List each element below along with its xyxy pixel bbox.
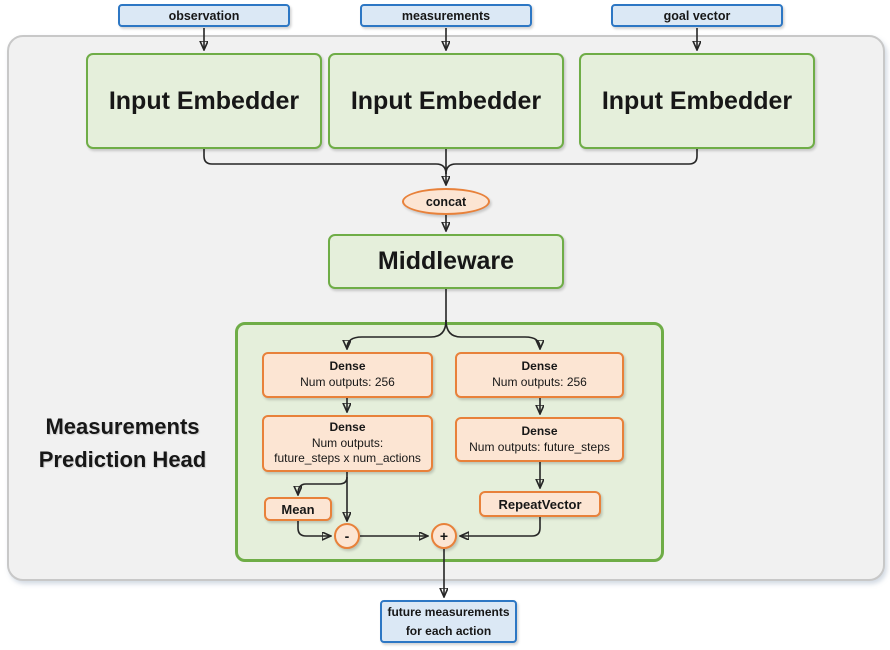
dense-right-2-outputs: Num outputs: future_steps xyxy=(469,439,610,454)
dense-left-2-outputs: Num outputs: xyxy=(311,435,384,450)
middleware-node: Middleware xyxy=(328,234,564,289)
dense-left-1-title: Dense xyxy=(329,359,366,374)
output-node: future measurements for each action xyxy=(380,600,517,643)
dense-right-1: Dense Num outputs: 256 xyxy=(455,352,624,398)
output-label-line1: future measurements xyxy=(387,604,510,619)
input-goal-vector: goal vector xyxy=(611,4,783,27)
plus-label: + xyxy=(439,528,449,544)
dense-left-1: Dense Num outputs: 256 xyxy=(262,352,433,398)
input-measurements: measurements xyxy=(360,4,532,27)
input-embedder-3-label: Input Embedder xyxy=(601,86,793,115)
mean-node: Mean xyxy=(264,497,332,521)
minus-operator: - xyxy=(334,523,360,549)
dense-right-2-title: Dense xyxy=(521,423,558,438)
minus-label: - xyxy=(344,528,350,544)
input-embedder-2: Input Embedder xyxy=(328,53,564,149)
dense-right-1-title: Dense xyxy=(521,359,558,374)
dense-right-2: Dense Num outputs: future_steps xyxy=(455,417,624,462)
output-label-line2: for each action xyxy=(405,623,492,638)
dense-left-2-outputs-detail: future_steps x num_actions xyxy=(274,451,421,466)
concat-node: concat xyxy=(402,188,490,215)
repeat-vector-node: RepeatVector xyxy=(479,491,601,517)
mean-label: Mean xyxy=(281,501,315,517)
plus-operator: + xyxy=(431,523,457,549)
dense-right-1-outputs: Num outputs: 256 xyxy=(492,375,587,389)
middleware-label: Middleware xyxy=(377,247,515,275)
prediction-head-title: Measurements Prediction Head xyxy=(38,414,207,472)
input-observation: observation xyxy=(118,4,290,27)
input-goal-vector-label: goal vector xyxy=(663,8,731,23)
dense-left-2: Dense Num outputs: future_steps x num_ac… xyxy=(262,415,433,472)
dense-left-2-title: Dense xyxy=(329,420,366,435)
input-embedder-3: Input Embedder xyxy=(579,53,815,149)
input-embedder-2-label: Input Embedder xyxy=(350,86,542,115)
dense-left-1-outputs: Num outputs: 256 xyxy=(300,375,395,389)
input-measurements-label: measurements xyxy=(401,8,491,23)
input-observation-label: observation xyxy=(168,8,240,23)
repeat-vector-label: RepeatVector xyxy=(498,496,582,512)
input-embedder-1: Input Embedder xyxy=(86,53,322,149)
concat-label: concat xyxy=(425,194,467,209)
input-embedder-1-label: Input Embedder xyxy=(108,86,300,115)
